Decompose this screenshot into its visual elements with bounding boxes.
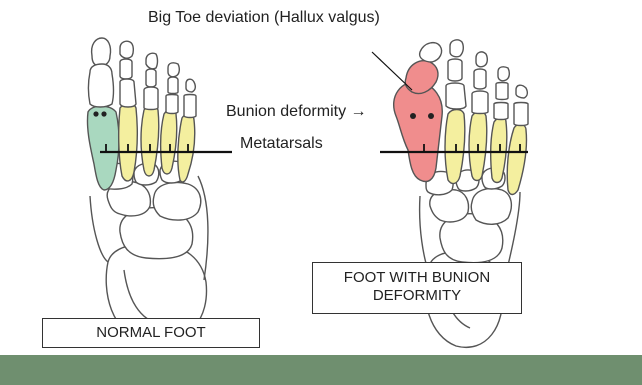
normal-sesamoid-dot-2 — [101, 111, 106, 116]
deviation-pointer-line — [372, 52, 412, 90]
bunion-toe-5-proximal — [514, 103, 528, 126]
bunion-foot-caption: FOOT WITH BUNION DEFORMITY — [312, 262, 522, 314]
normal-foot — [87, 38, 207, 342]
normal-toe-4-distal — [168, 63, 179, 77]
normal-toe-4-middle — [168, 77, 178, 94]
bunion-deformity-label: Bunion deformity → — [226, 104, 367, 120]
normal-toe-4-proximal — [166, 95, 178, 114]
normal-big-toe-distal — [92, 38, 111, 66]
bunion-toe-2-middle — [448, 59, 462, 81]
normal-cuboid-bone — [153, 183, 201, 221]
bunion-foot-caption-line-1: FOOT WITH BUNION — [313, 269, 521, 287]
metatarsals-label: Metatarsals — [240, 136, 323, 152]
normal-first-metatarsal — [87, 106, 119, 190]
normal-toe-3-distal — [146, 53, 158, 69]
normal-toe-5-proximal — [184, 95, 196, 118]
normal-metatarsal-2 — [119, 104, 138, 181]
bunion-toe-3-middle — [474, 69, 486, 89]
bunion-big-toe-distal — [420, 43, 442, 62]
normal-foot-caption-text: NORMAL FOOT — [96, 324, 205, 341]
normal-toe-2-middle — [120, 59, 132, 79]
bunion-toe-4-proximal — [494, 103, 508, 120]
bunion-toe-4-distal — [498, 67, 509, 81]
bunion-toe-4-middle — [496, 83, 508, 100]
bunion-toe-2-proximal — [446, 83, 466, 109]
bunion-metatarsal-5 — [507, 124, 526, 194]
normal-metatarsal-5 — [178, 114, 195, 182]
normal-toe-5-distal — [186, 79, 195, 92]
bunion-cuboid-bone — [471, 189, 511, 225]
deviation-label: Big Toe deviation (Hallux valgus) — [148, 10, 380, 26]
normal-big-toe-proximal — [89, 64, 114, 107]
normal-toe-3-middle — [146, 69, 156, 87]
normal-foot-caption: NORMAL FOOT — [42, 318, 260, 348]
normal-toe-3-proximal — [144, 87, 158, 110]
bunion-sesamoid-dot-2 — [428, 113, 434, 119]
normal-sesamoid-dot-1 — [93, 111, 98, 116]
normal-toe-2-proximal — [120, 79, 136, 107]
bunion-toe-3-proximal — [472, 91, 488, 114]
bottom-color-band — [0, 355, 642, 385]
bunion-toe-3-distal — [476, 52, 487, 67]
bunion-sesamoid-dot-1 — [410, 113, 416, 119]
bunion-foot-caption-line-2: DEFORMITY — [313, 287, 521, 305]
bunion-toe-2-distal — [450, 40, 463, 57]
bunion-first-metatarsal — [394, 82, 443, 182]
bunion-toe-5-distal — [516, 85, 527, 98]
normal-toe-2-distal — [120, 41, 133, 58]
